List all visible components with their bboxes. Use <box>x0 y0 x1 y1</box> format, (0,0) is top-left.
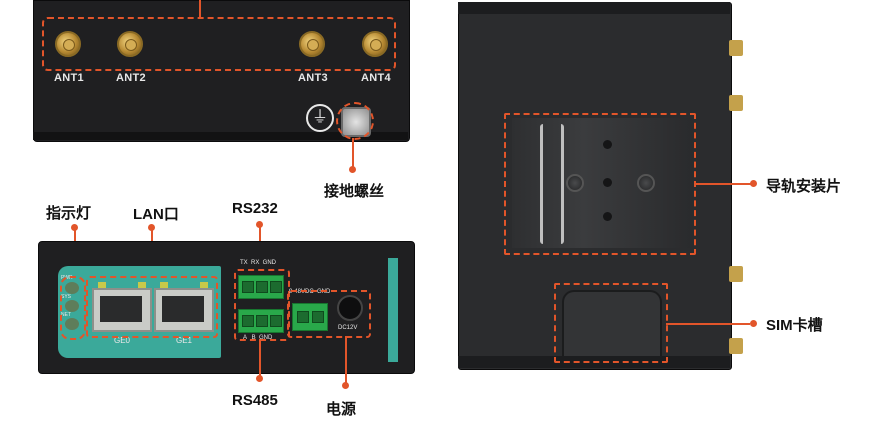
side-antenna-2 <box>729 95 743 111</box>
antenna-label-3: ANT3 <box>298 72 328 84</box>
lan-port-ge0 <box>92 282 152 332</box>
ground-icon: ⏚ <box>306 104 334 132</box>
antenna-leader-line <box>199 0 201 17</box>
rail-hole-bottom <box>603 212 612 221</box>
antenna-label-4: ANT4 <box>361 72 391 84</box>
rs485-leader-line <box>259 339 261 379</box>
dc-jack-label: DC12V <box>338 325 358 331</box>
lan-highlight-box <box>86 276 218 338</box>
antenna-highlight-box <box>42 17 396 71</box>
rail-label: 导轨安装片 <box>766 178 842 195</box>
rail-highlight-box <box>504 113 696 255</box>
ground-leader-dot <box>349 166 356 173</box>
antenna-label-1: ANT1 <box>54 72 84 84</box>
led-net <box>65 318 79 330</box>
side-antenna-4 <box>729 338 743 354</box>
rail-screw-right <box>637 174 655 192</box>
lan-port-label-ge0: GE0 <box>114 336 131 345</box>
sim-leader-dot <box>750 320 757 327</box>
front-teal-strip <box>388 258 398 362</box>
rs232-terminal-block <box>238 275 284 299</box>
lan-port-label-ge1: GE1 <box>176 336 193 345</box>
lan-label: LAN口 <box>133 206 179 223</box>
rs232-pin-labels: TX RX GND <box>240 260 277 266</box>
rs232-label: RS232 <box>232 200 278 217</box>
power-label: 电源 <box>326 401 357 418</box>
sim-leader-line <box>666 323 750 325</box>
rail-clip <box>540 124 564 244</box>
power-terminal-block <box>292 303 328 331</box>
power-leader-dot <box>342 382 349 389</box>
rail-leader-line <box>694 183 752 185</box>
rail-hole-middle <box>603 178 612 187</box>
led-label-net: NET <box>61 312 71 318</box>
ground-leader-line <box>352 138 354 170</box>
lan-port-ge1 <box>154 282 214 332</box>
indicator-label: 指示灯 <box>46 205 92 222</box>
ground-screw-highlight <box>336 102 374 140</box>
power-highlight-box <box>287 290 371 338</box>
power-pin-labels: 9-48VDC GND <box>289 289 331 295</box>
rail-hole-top <box>603 140 612 149</box>
rs485-terminal-block <box>238 309 284 333</box>
antenna-connector-2 <box>117 31 143 57</box>
power-leader-line <box>345 336 347 386</box>
sim-card-slot <box>562 290 662 356</box>
rs485-label: RS485 <box>232 392 278 409</box>
rail-leader-dot <box>750 180 757 187</box>
led-label-sys: SYS <box>61 294 72 300</box>
top-device-edge <box>33 132 408 140</box>
side-antenna-3 <box>729 266 743 282</box>
sim-highlight-box <box>554 283 668 363</box>
rs-terminal-highlight-box <box>234 269 290 341</box>
sim-label: SIM卡槽 <box>766 317 823 334</box>
dc-jack <box>337 295 363 321</box>
rs485-pin-labels: A B GND <box>243 335 273 341</box>
rs232-leader-dot <box>256 221 263 228</box>
antenna-label-2: ANT2 <box>116 72 146 84</box>
antenna-connector-3 <box>299 31 325 57</box>
ground-screw-label: 接地螺丝 <box>324 183 385 200</box>
indicator-leader-dot <box>71 224 78 231</box>
lan-leader-dot <box>148 224 155 231</box>
side-antenna-1 <box>729 40 743 56</box>
antenna-connector-1 <box>55 31 81 57</box>
rs485-leader-dot <box>256 375 263 382</box>
antenna-connector-4 <box>362 31 388 57</box>
led-sys <box>65 300 79 312</box>
rail-screw-left <box>566 174 584 192</box>
side-device-top-lip <box>458 2 730 14</box>
led-highlight-box <box>60 276 86 340</box>
